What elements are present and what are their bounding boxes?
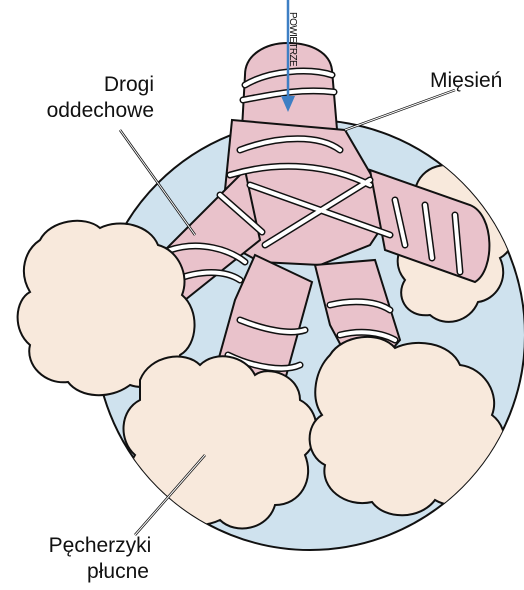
- label-airways: Drogi oddechowe: [14, 72, 154, 124]
- label-alveoli-line1: Pęcherzyki: [49, 533, 152, 559]
- label-airways-line2: oddechowe: [47, 98, 154, 124]
- label-airways-line1: Drogi: [104, 72, 154, 98]
- label-muscle: Mięsień: [430, 68, 502, 94]
- alveoli-cluster-bottom-left: [124, 356, 317, 528]
- airflow-label: POWIETRZE: [278, 12, 298, 92]
- label-alveoli-line2: płucne: [51, 559, 149, 585]
- label-alveoli: Pęcherzyki płucne: [20, 533, 180, 585]
